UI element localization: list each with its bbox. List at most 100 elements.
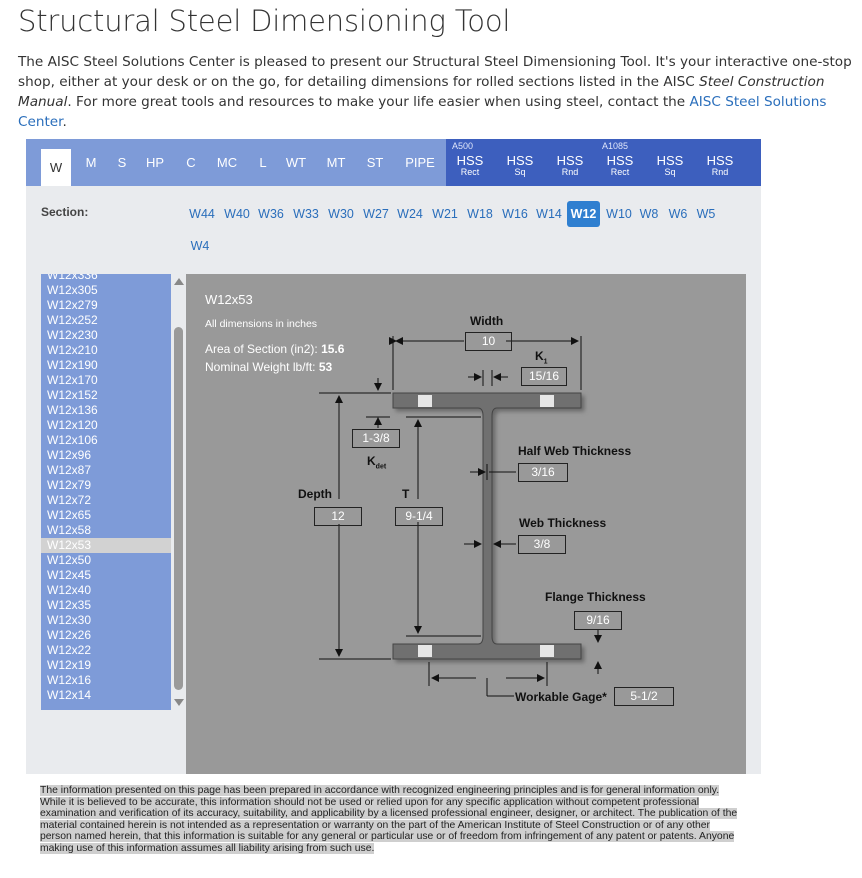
list-item[interactable]: W12x230 (47, 328, 98, 342)
list-item[interactable]: W12x305 (47, 283, 98, 297)
web-thickness-label: Web Thickness (519, 516, 607, 530)
tab-w[interactable]: W (41, 149, 71, 186)
list-item[interactable]: W12x19 (47, 658, 92, 672)
list-item[interactable]: W12x35 (47, 598, 92, 612)
section-link-w40[interactable]: W40 (224, 207, 250, 221)
tab-c[interactable]: C (186, 155, 196, 170)
shape-name: W12x53 (205, 292, 253, 307)
list-item[interactable]: W12x72 (47, 493, 92, 507)
list-item-selected[interactable]: W12x53 (41, 538, 171, 553)
section-link-w18[interactable]: W18 (467, 207, 493, 221)
section-link-w30[interactable]: W30 (328, 207, 354, 221)
section-link-w8[interactable]: W8 (639, 207, 659, 221)
section-link-w4[interactable]: W4 (190, 239, 210, 253)
tab-wt[interactable]: WT (285, 155, 307, 170)
intro-paragraph: The AISC Steel Solutions Center is pleas… (18, 52, 858, 132)
page-title: Structural Steel Dimensioning Tool (18, 4, 511, 38)
section-link-w36[interactable]: W36 (258, 207, 284, 221)
section-link-w6[interactable]: W6 (668, 207, 688, 221)
half-web-value: 3/16 (518, 463, 568, 482)
disclaimer: The information presented on this page h… (40, 785, 740, 855)
section-link-w12[interactable]: W12 (567, 201, 600, 227)
list-item[interactable]: W12x152 (47, 388, 98, 402)
list-item[interactable]: W12x210 (47, 343, 98, 357)
list-item[interactable]: W12x50 (47, 553, 92, 567)
disclaimer-text: The information presented on this page h… (40, 785, 738, 854)
list-item[interactable]: W12x26 (47, 628, 92, 642)
tab-pipe[interactable]: PIPE (405, 155, 435, 170)
section-link-w10[interactable]: W10 (606, 207, 632, 221)
intro-text-3: . (62, 114, 67, 130)
scroll-down-icon[interactable] (174, 699, 184, 706)
depth-value: 12 (314, 507, 362, 526)
tab-hp[interactable]: HP (145, 155, 165, 170)
kdet-label: Kdet (367, 454, 387, 471)
section-link-w16[interactable]: W16 (502, 207, 528, 221)
intro-text-1: The AISC Steel Solutions Center is pleas… (18, 54, 852, 90)
list-item[interactable]: W12x65 (47, 508, 92, 522)
list-item[interactable]: W12x96 (47, 448, 92, 462)
list-item[interactable]: W12x14 (47, 688, 92, 702)
flange-thickness-label: Flange Thickness (545, 590, 646, 604)
list-item[interactable]: W12x136 (47, 403, 98, 417)
area-label: Area of Section (in2): (205, 342, 318, 356)
list-item[interactable]: W12x16 (47, 673, 92, 687)
list-item[interactable]: W12x79 (47, 478, 92, 492)
depth-label: Depth (298, 487, 332, 501)
list-item[interactable]: W12x279 (47, 298, 98, 312)
section-link-w33[interactable]: W33 (293, 207, 319, 221)
k1-label: K1 (535, 349, 548, 366)
section-link-w44[interactable]: W44 (189, 207, 215, 221)
list-item[interactable]: W12x120 (47, 418, 98, 432)
list-item[interactable]: W12x190 (47, 358, 98, 372)
list-item[interactable]: W12x40 (47, 583, 92, 597)
list-item[interactable]: W12x336 (47, 274, 98, 282)
tab-mt[interactable]: MT (326, 155, 346, 170)
list-item[interactable]: W12x252 (47, 313, 98, 327)
tab-l[interactable]: L (259, 155, 267, 170)
flange-thickness-value: 9/16 (574, 611, 622, 630)
list-item[interactable]: W12x170 (47, 373, 98, 387)
half-web-label: Half Web Thickness (518, 444, 632, 458)
tab-mc[interactable]: MC (216, 155, 238, 170)
section-label: Section: (41, 205, 89, 219)
hss-group-label: A1085 (602, 141, 629, 151)
t-value: 9-1/4 (395, 507, 443, 526)
list-item[interactable]: W12x87 (47, 463, 92, 477)
kdet-value: 1-3/8 (352, 429, 400, 448)
list-item[interactable]: W12x22 (47, 643, 92, 657)
area-value: 15.6 (321, 342, 345, 356)
width-label: Width (470, 314, 504, 328)
section-link-w24[interactable]: W24 (397, 207, 423, 221)
section-link-w27[interactable]: W27 (363, 207, 389, 221)
weight-readout: Nominal Weight lb/ft: 53 (205, 360, 332, 374)
k1-value: 15/16 (521, 367, 567, 386)
list-item[interactable]: W12x58 (47, 523, 92, 537)
list-item[interactable]: W12x30 (47, 613, 92, 627)
section-link-w14[interactable]: W14 (536, 207, 562, 221)
tab-m[interactable]: M (85, 155, 97, 170)
hss-group-label: A500 (452, 141, 474, 151)
scroll-up-icon[interactable] (174, 278, 184, 285)
section-link-w5[interactable]: W5 (696, 207, 716, 221)
tab-s[interactable]: S (117, 155, 127, 170)
intro-text-2: . For more great tools and resources to … (67, 94, 690, 110)
section-diagram: W12x53 All dimensions in inches Area of … (186, 274, 746, 774)
section-link-w21[interactable]: W21 (432, 207, 458, 221)
t-label: T (402, 487, 410, 501)
list-item[interactable]: W12x45 (47, 568, 92, 582)
tab-st[interactable]: ST (366, 155, 384, 170)
list-item[interactable]: W12x106 (47, 433, 98, 447)
solutions-center-link[interactable]: AISC Steel Solutions Center (18, 94, 827, 130)
weight-label: Nominal Weight lb/ft: (205, 360, 316, 374)
scrollbar-thumb[interactable] (174, 327, 183, 690)
